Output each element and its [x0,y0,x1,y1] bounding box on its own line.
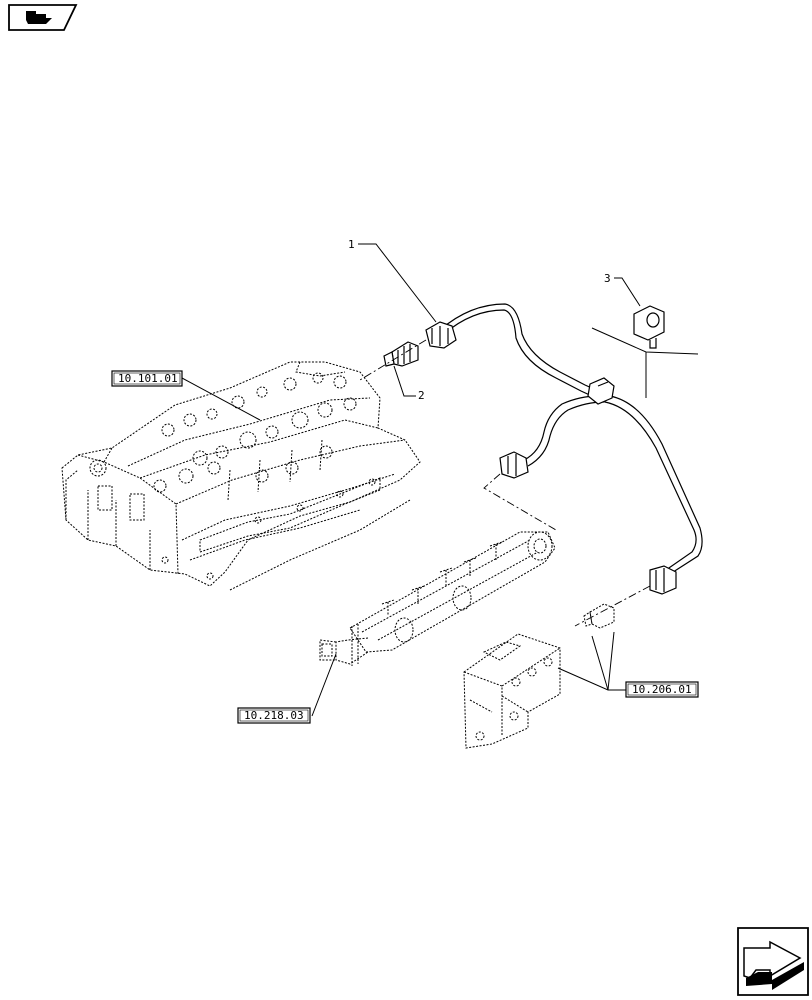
grommet [633,305,665,349]
harness-tee [587,377,615,405]
fuel-rail [319,531,556,666]
ref-box-fuel-rail[interactable]: 10.218.03 [237,707,311,724]
assembly-lines [359,339,651,627]
callout-1[interactable]: 1 [348,238,355,251]
ref-box-cylinder-head[interactable]: 10.101.01 [111,370,183,387]
leader-lines [181,243,699,717]
next-page-arrow-icon[interactable] [737,927,809,996]
valve-ports [89,372,376,580]
filter-bracket [463,633,561,749]
ref-box-filter-bracket[interactable]: 10.206.01 [625,681,699,698]
callout-2[interactable]: 2 [418,389,425,402]
connector-top [425,321,457,349]
ref-label-cylinder-head: 10.101.01 [118,372,178,385]
connector-right [649,565,677,595]
ref-label-fuel-rail: 10.218.03 [244,709,304,722]
fuel-line [439,303,703,575]
pressure-sensor [383,341,419,367]
ref-label-filter-bracket: 10.206.01 [632,683,692,696]
bracket-sensor [583,603,615,629]
cylinder-head [61,361,421,591]
connector-middle [499,451,529,479]
book-icon[interactable] [8,4,78,31]
callout-3[interactable]: 3 [604,272,611,285]
